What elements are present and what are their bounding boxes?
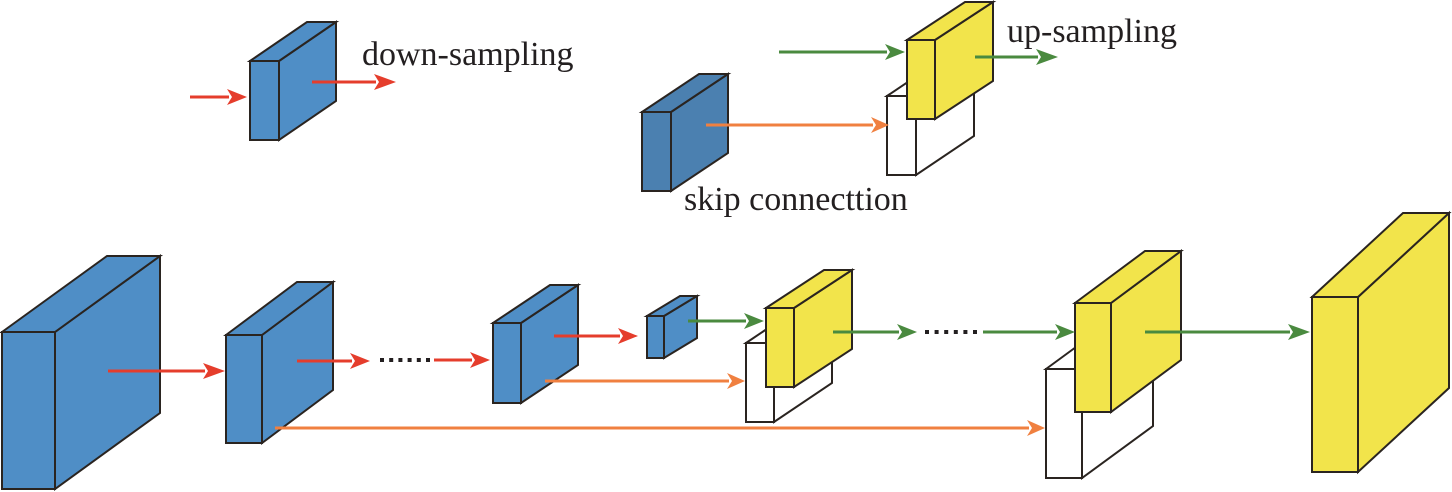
decoder-block-level3-front-face (765, 307, 795, 388)
up-arrow-to-dec2-head (1055, 324, 1075, 340)
labels-layer: down-sampling up-sampling skip connectti… (362, 13, 1177, 218)
legend-up-sampling-label: up-sampling (1007, 13, 1177, 50)
decoder-block-level3 (762, 268, 856, 389)
legend-skip-source-block-front-face (641, 111, 672, 192)
ellipsis-dot (934, 330, 939, 334)
skip-arrow-enc2-to-dec2 (275, 420, 1045, 436)
legend-up-sampling-in-arrow (779, 44, 905, 60)
legend-skip-connection-arrow-head (871, 117, 889, 133)
bottleneck-block (643, 294, 701, 360)
skip-arrow-enc2-to-dec2-head (1027, 420, 1045, 436)
down-arrow-enc1-to-enc2 (108, 363, 225, 379)
legend-up-sampling-block-front-face (906, 39, 936, 120)
encoder-ellipsis (380, 358, 430, 362)
down-arrow-enc2-out-head (350, 353, 370, 369)
ellipsis-dot (925, 330, 929, 334)
down-arrow-enc1-to-enc2-head (203, 363, 225, 379)
legend-up-sampling-out-arrow-head (1036, 49, 1058, 65)
skip-arrow-enc3-to-dec3 (545, 373, 745, 389)
ellipsis-dot (963, 330, 968, 334)
legend-up-sampling-out-arrow (975, 49, 1058, 65)
ellipsis-dot (380, 358, 384, 362)
ellipsis-dot (398, 358, 403, 362)
legend-down-sampling-in-arrow-head (227, 89, 247, 105)
ellipsis-dot (389, 358, 394, 362)
up-arrow-bottleneck-to-dec3 (688, 313, 764, 329)
ellipsis-dot (416, 358, 421, 362)
decoder-block-level2 (1071, 249, 1185, 414)
legend-skip-connection-arrow (706, 117, 889, 133)
up-arrow-bottleneck-to-dec3-head (744, 313, 764, 329)
legend-down-sampling-out-arrow (312, 74, 396, 90)
legend-down-sampling-out-arrow-head (374, 74, 396, 90)
encoder-block-level3 (489, 283, 582, 405)
up-arrow-dec3-out (833, 324, 917, 340)
ellipsis-dot (426, 358, 430, 362)
legend-down-sampling-label: down-sampling (362, 36, 574, 73)
legend-down-sampling-block (246, 20, 340, 142)
encoder-block-level1-front-face (1, 331, 56, 490)
legend-down-sampling-in-arrow (190, 89, 247, 105)
arrows-layer (108, 44, 1310, 436)
output-block (1309, 210, 1452, 475)
down-arrow-enc3-to-bottleneck (554, 328, 638, 344)
down-arrow-to-enc3-head (470, 352, 490, 368)
skip-arrow-enc3-to-dec3-head (727, 373, 745, 389)
up-arrow-to-dec2 (983, 324, 1075, 340)
output-block-front-face (1311, 296, 1359, 473)
decoder-ellipsis (925, 330, 977, 334)
down-arrow-to-enc3 (434, 352, 490, 368)
down-arrow-enc2-out (297, 353, 370, 369)
legend-up-sampling-block (903, 0, 997, 121)
legend-skip-connection-label: skip connecttion (684, 181, 908, 218)
ellipsis-dot (944, 330, 949, 334)
bottleneck-block-front-face (646, 315, 665, 359)
legend-up-sampling-in-arrow-head (885, 44, 905, 60)
ellipsis-dot (973, 330, 977, 334)
up-arrow-dec2-to-output-head (1288, 324, 1310, 340)
ellipsis-dot (407, 358, 412, 362)
decoder-block-level2-front-face (1074, 302, 1112, 413)
encoder-block-level3-front-face (492, 322, 522, 404)
legend-skip-source-block (638, 72, 732, 193)
ellipsis-dot (953, 330, 958, 334)
up-arrow-dec3-out-head (897, 324, 917, 340)
down-arrow-enc3-to-bottleneck-head (618, 328, 638, 344)
legend-down-sampling-block-front-face (249, 60, 280, 141)
up-arrow-dec2-to-output (1145, 324, 1310, 340)
encoder-block-level2-front-face (225, 334, 263, 444)
encoder-block-level1 (0, 254, 164, 491)
